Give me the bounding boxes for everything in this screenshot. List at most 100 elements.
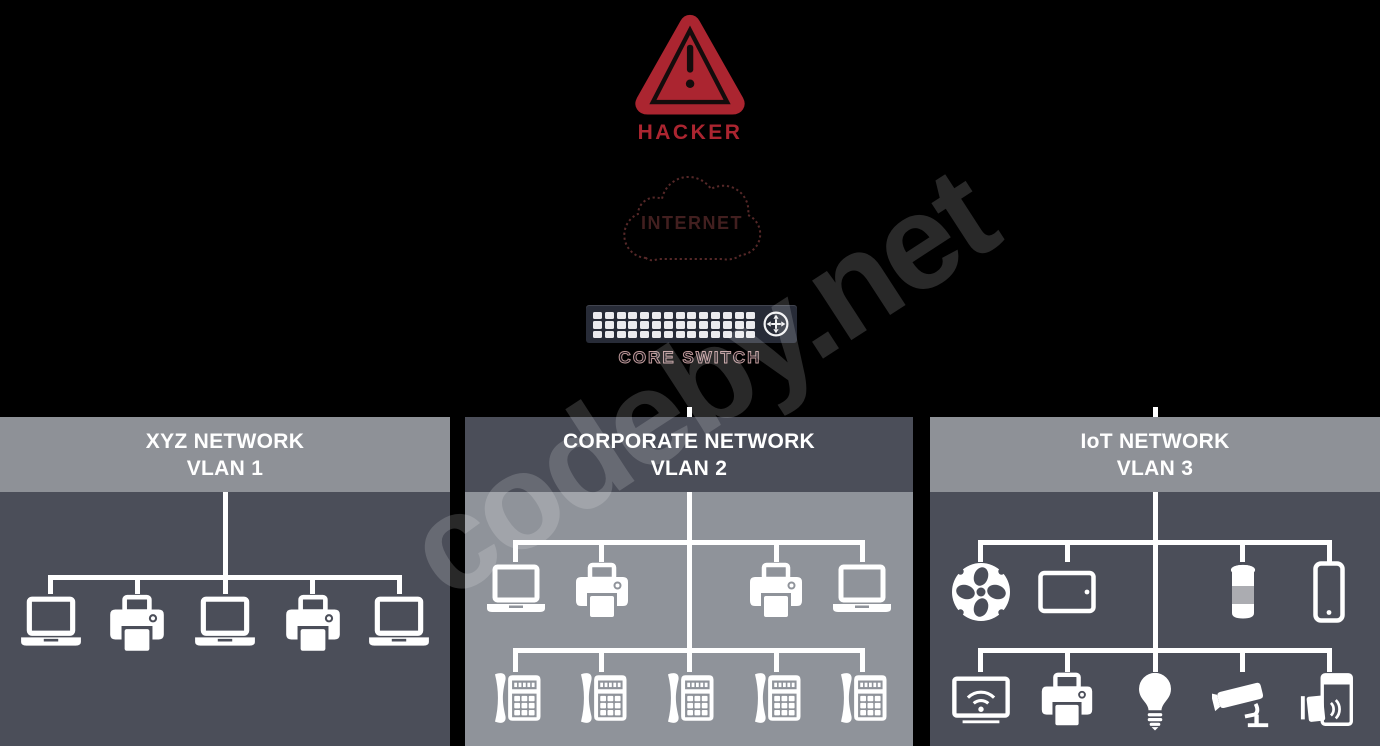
printer-icon [280,592,346,658]
switch-port [675,330,685,339]
switch-port [746,311,756,320]
drop-line [310,575,316,594]
laptop-icon [366,592,432,658]
drop-line [396,575,402,594]
switch-port [640,330,650,339]
cloud-icon [623,175,762,262]
printer-icon [104,592,170,658]
drop-line [1152,648,1158,672]
tablet-icon [1035,560,1099,624]
switch-port [687,330,697,339]
drop-line [686,648,692,672]
switch-port [616,311,626,320]
printer-icon [744,560,808,624]
warning-triangle-icon [635,14,745,115]
switch-port [699,321,709,329]
link-header-to-bus [222,492,228,580]
hacker-label: HACKER [637,121,743,144]
drop-line [599,648,605,672]
panel-subtitle: VLAN 2 [650,456,728,480]
drop-line [1240,540,1246,562]
switch-port [675,311,685,320]
switch-port [675,321,685,329]
switch-port [746,330,756,339]
switch-port [734,311,744,320]
internet-label: INTERNET [641,213,743,233]
printer-icon [1036,670,1098,732]
switch-port [722,321,732,329]
drop-line [978,540,984,562]
drop-line [1326,540,1332,562]
panel-title: IoT NETWORK [1080,429,1230,453]
drop-line [1064,648,1070,672]
panel-vlan2: CORPORATE NETWORK VLAN 2 [465,417,913,746]
switch-port [604,330,614,339]
panel-header-vlan2: CORPORATE NETWORK VLAN 2 [465,417,913,492]
switch-port [711,321,720,329]
printer-icon [570,560,634,624]
drop-line [513,648,519,672]
switch-port [604,311,614,320]
switch-port [628,321,638,329]
panel-title: CORPORATE NETWORK [562,429,816,453]
link-header-to-bus [1152,492,1158,545]
switch-port [699,311,709,320]
drop-line [1240,648,1246,672]
laptop-icon [830,560,894,624]
drop-line [599,540,605,562]
switch-port [746,321,756,329]
smartphone-icon [1297,560,1361,624]
smart-tv-icon [950,670,1012,732]
switch-port [652,330,661,339]
panel-subtitle: VLAN 1 [186,456,264,480]
drop-line [773,540,779,562]
desk-phone-icon [488,670,544,726]
switch-port [628,330,638,339]
cctv-camera-icon [1212,670,1274,732]
desk-phone-icon [661,670,717,726]
switch-port [663,330,673,339]
switch-port [652,311,661,320]
switch-port [663,321,673,329]
panel-vlan3: IoT NETWORK VLAN 3 [930,417,1380,746]
switch-port [628,311,638,320]
panel-subtitle: VLAN 3 [1116,456,1194,480]
uplink-stub-vlan3 [1152,407,1158,417]
switch-port [593,311,602,320]
drop-line [859,540,865,562]
drop-line [859,648,865,672]
switch-port [722,330,732,339]
switch-port [640,311,650,320]
drop-line [1326,648,1332,672]
desk-phone-icon [834,670,890,726]
switch-port [616,321,626,329]
switch-port [722,311,732,320]
switch-port [604,321,614,329]
switch-port [593,330,602,339]
switch-port [734,330,744,339]
switch-port [687,311,697,320]
drop-line [773,648,779,672]
switch-port [711,311,720,320]
card-reader-icon [1298,670,1360,732]
switch-port [663,311,673,320]
uplink-stub-vlan2 [686,407,692,417]
switch-port [687,321,697,329]
switch-port [734,321,744,329]
panel-header-vlan3: IoT NETWORK VLAN 3 [930,417,1380,492]
laptop-icon [484,560,548,624]
drop-line [48,575,54,594]
drop-line [134,575,140,594]
laptop-icon [18,592,84,658]
switch-port [652,321,661,329]
smart-speaker-icon [1211,560,1275,624]
switch-port [616,330,626,339]
ceiling-fan-icon [949,560,1013,624]
drop-line [222,575,228,594]
switch-port [699,330,709,339]
light-bulb-icon [1124,670,1186,732]
link-bus1-to-bus2 [1152,540,1158,653]
